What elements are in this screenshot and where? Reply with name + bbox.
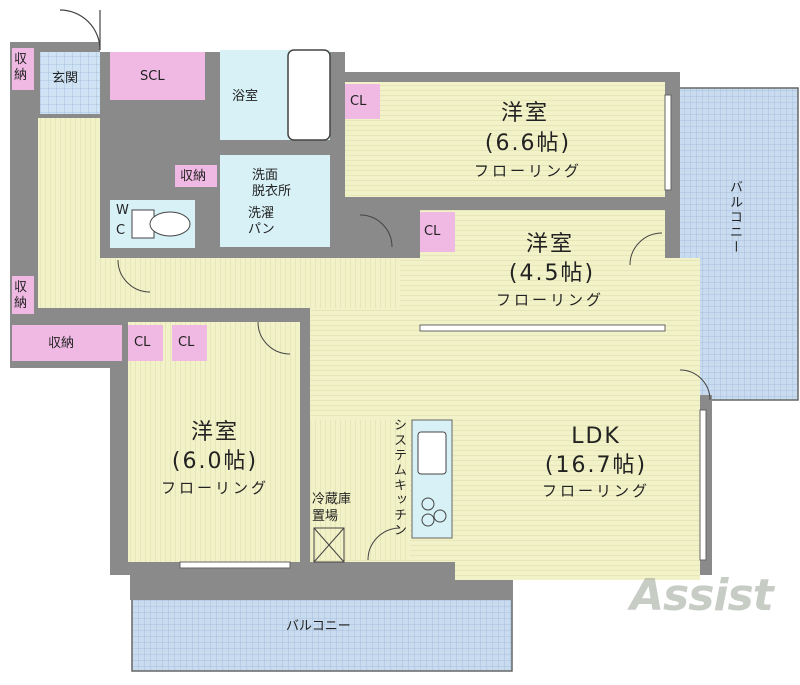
window-western1 [664, 94, 672, 191]
system-kitchen-label: システムキッチン [391, 418, 406, 538]
entrance-label: 玄関 [52, 71, 79, 86]
western1-name: 洋室 [500, 101, 550, 126]
cl-western1-label: CL [350, 94, 367, 109]
western1-floor-label: フローリング [473, 162, 583, 180]
western2-floor-label: フローリング [495, 291, 605, 309]
cl-western3-b-label: CL [178, 335, 195, 350]
washroom-area [220, 155, 330, 247]
wc-c-label: C [116, 223, 126, 238]
fridge-space [313, 527, 345, 563]
cl-western1 [345, 84, 380, 119]
fridge-label: 冷蔵庫置場 [312, 492, 352, 524]
storage-wash [175, 165, 217, 187]
ldk-lower [455, 420, 700, 580]
window-western3 [179, 561, 291, 569]
entrance-floor [40, 52, 100, 114]
cl-western2 [420, 212, 455, 252]
scl-area [110, 52, 205, 100]
storage-left-mid [12, 276, 34, 314]
washroom-label: 洗面脱衣所 [252, 168, 292, 199]
western2-name: 洋室 [525, 232, 575, 257]
bath-label: 浴室 [232, 89, 259, 104]
western2-size: (4.5帖) [508, 261, 596, 286]
wc-w-label: W [116, 203, 129, 218]
western3-floor [128, 322, 300, 562]
ldk-name: LDK [571, 424, 621, 449]
door-western3-arc [257, 321, 291, 355]
stove-burner-2 [433, 509, 447, 523]
entrance-door-arc [59, 9, 101, 51]
kitchen-sink [417, 431, 447, 475]
stove-burner-1 [421, 497, 435, 511]
western1-floor [345, 82, 665, 197]
hall-floor-2 [100, 258, 400, 308]
western3-floor-label: フローリング [160, 479, 270, 497]
cl-western2-label: CL [424, 224, 441, 239]
window-western2 [419, 324, 666, 332]
balcony-right-label: バルコニー [727, 180, 742, 255]
storage-top-left-label: 収納 [14, 52, 28, 83]
storage-wash-label: 収納 [180, 169, 207, 184]
kitchen-floor [310, 420, 410, 560]
western1-size: (6.6帖) [484, 131, 572, 156]
western3-name: 洋室 [190, 420, 240, 445]
stove-burner-3 [421, 513, 435, 527]
watermark-logo: Assist [630, 570, 774, 621]
door-western2-arc [629, 232, 663, 266]
door-kitchen-arc [367, 527, 401, 561]
cl-western3-a-label: CL [134, 335, 151, 350]
storage-top-left [12, 48, 34, 90]
door-hall-arc [117, 259, 151, 293]
balcony-bottom-label: バルコニー [286, 619, 351, 634]
storage-bottom-left-label: 収納 [48, 336, 75, 351]
laundry-label: 洗濯パン [248, 206, 275, 237]
window-ldk [699, 409, 707, 561]
toilet-bowl [149, 211, 191, 237]
bathtub [287, 49, 331, 141]
scl-label: SCL [140, 69, 165, 84]
fridge-cross-2 [313, 527, 345, 563]
cl-western3-b [172, 325, 207, 361]
ldk-floor-label: フローリング [541, 482, 651, 500]
ldk-size: (16.7帖) [544, 453, 648, 478]
door-western1-arc [359, 214, 393, 248]
western3-size: (6.0帖) [171, 449, 259, 474]
storage-left-mid-label: 収納 [14, 280, 28, 311]
hall-floor [38, 118, 100, 308]
cl-western3-a [128, 325, 163, 361]
storage-bottom-left [12, 325, 122, 361]
door-balcony-arc [679, 369, 711, 401]
